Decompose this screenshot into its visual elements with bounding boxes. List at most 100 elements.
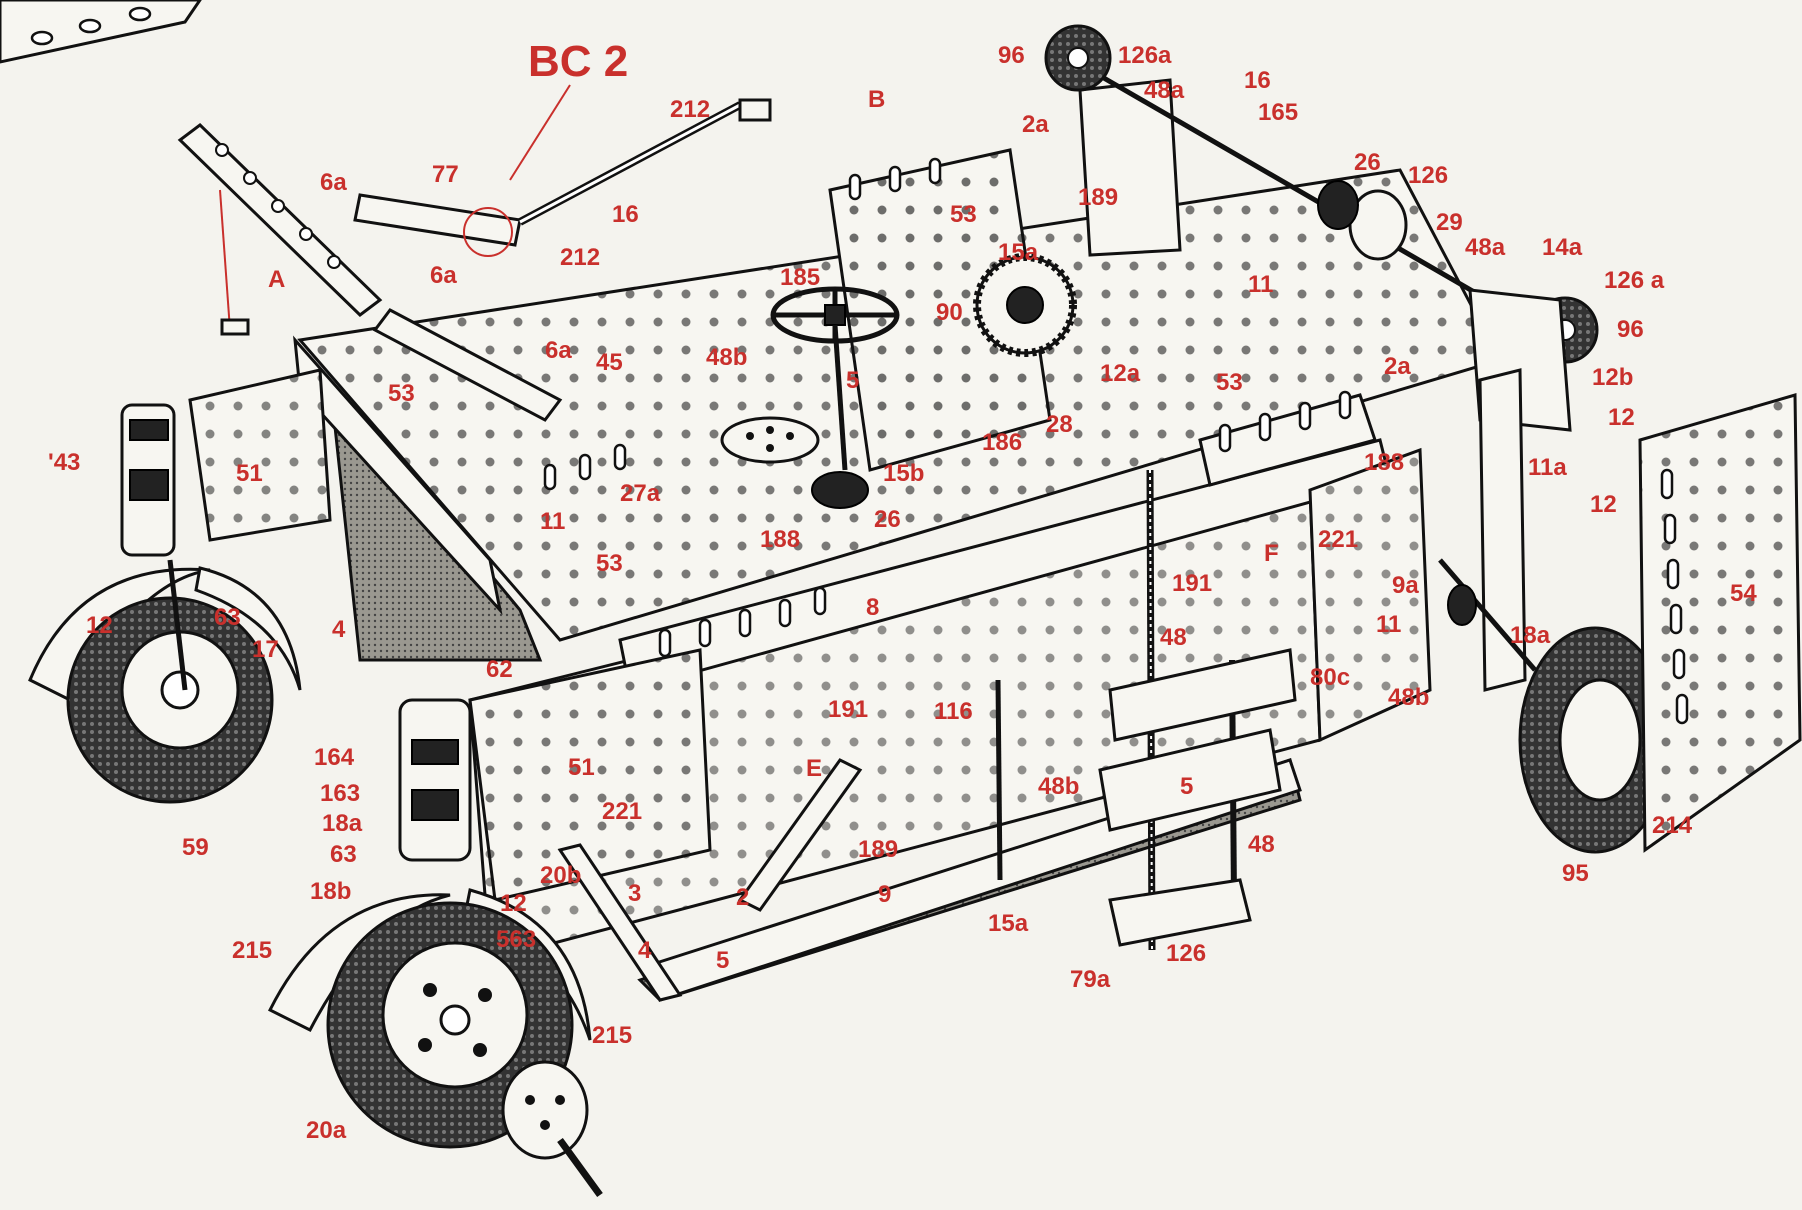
part-label: 59 bbox=[182, 834, 209, 861]
part-label: 11 bbox=[1248, 271, 1273, 298]
part-label: 126 bbox=[1166, 940, 1206, 967]
previous-figure-fragment bbox=[0, 0, 202, 64]
part-label: 221 bbox=[1318, 526, 1358, 553]
part-label: 48b bbox=[706, 344, 747, 371]
part-label: 12 bbox=[1608, 404, 1635, 431]
part-label: 95 bbox=[1562, 860, 1589, 887]
part-label: 15a bbox=[998, 239, 1039, 266]
part-label: F bbox=[1264, 540, 1279, 567]
part-label: 5 bbox=[846, 367, 859, 394]
part-label: 96 bbox=[1617, 316, 1644, 343]
part-label: 20b bbox=[540, 862, 581, 889]
part-label: 188 bbox=[760, 526, 800, 553]
part-label: 9 bbox=[878, 881, 891, 908]
part-label: 16 bbox=[1244, 67, 1271, 94]
part-label: 12 bbox=[1590, 491, 1617, 518]
part-label: 6a bbox=[545, 337, 572, 364]
part-label: 5 bbox=[1180, 773, 1193, 800]
part-label: 189 bbox=[1078, 184, 1118, 211]
part-label: 48b bbox=[1038, 773, 1079, 800]
part-label: 221 bbox=[602, 798, 642, 825]
part-label: 126a bbox=[1118, 42, 1172, 69]
part-label: 18a bbox=[322, 810, 363, 837]
part-label: 164 bbox=[314, 744, 355, 771]
part-label: 215 bbox=[592, 1022, 632, 1049]
part-label: 90 bbox=[936, 299, 963, 326]
part-label: 6a bbox=[320, 169, 347, 196]
chassis-body bbox=[188, 148, 1503, 1002]
part-label: 116 bbox=[934, 698, 973, 725]
part-label: 5 bbox=[716, 947, 729, 974]
part-label: 18b bbox=[310, 878, 351, 905]
part-label: 16 bbox=[612, 201, 639, 228]
front-left-lower-wheel bbox=[267, 698, 603, 1198]
part-label: 186 bbox=[982, 429, 1022, 456]
part-label: '43 bbox=[48, 449, 80, 476]
part-label: 54 bbox=[1730, 580, 1757, 607]
part-label: 26 bbox=[874, 506, 901, 533]
part-label: 53 bbox=[1216, 369, 1243, 396]
part-label: 563 bbox=[496, 926, 536, 953]
part-label: 17 bbox=[252, 636, 279, 663]
part-label: 11 bbox=[540, 508, 565, 535]
part-label: 12 bbox=[500, 890, 527, 917]
part-label: 18a bbox=[1510, 622, 1551, 649]
part-label: 77 bbox=[432, 161, 459, 188]
part-label: 48a bbox=[1144, 77, 1185, 104]
part-label: 48 bbox=[1160, 624, 1187, 651]
part-label: 27a bbox=[620, 480, 661, 507]
front-left-upper-wheel bbox=[28, 403, 302, 804]
part-label: 185 bbox=[780, 264, 820, 291]
right-bracket-column bbox=[1438, 368, 1537, 692]
part-label: 63 bbox=[330, 841, 357, 868]
part-label: 26 bbox=[1354, 149, 1381, 176]
part-label: 212 bbox=[670, 96, 710, 123]
part-label: 191 bbox=[828, 696, 868, 723]
part-label: 11 bbox=[1376, 611, 1401, 638]
part-label: 191 bbox=[1172, 570, 1212, 597]
part-label: 53 bbox=[950, 201, 977, 228]
part-label: 14a bbox=[1542, 234, 1583, 261]
part-label: 53 bbox=[388, 380, 415, 407]
part-label: 12b bbox=[1592, 364, 1633, 391]
part-label: 215 bbox=[232, 937, 272, 964]
part-label: 80c bbox=[1310, 664, 1350, 691]
part-label: 62 bbox=[486, 656, 513, 683]
part-label: 2 bbox=[736, 884, 749, 911]
part-label: 12a bbox=[1100, 360, 1141, 387]
part-label: 11a bbox=[1528, 454, 1567, 481]
part-label: 163 bbox=[320, 780, 360, 807]
part-label: 29 bbox=[1436, 209, 1463, 236]
part-label: 126 a bbox=[1604, 267, 1665, 294]
part-label: 189 bbox=[858, 836, 898, 863]
part-label: 6a bbox=[430, 262, 457, 289]
part-label: 9a bbox=[1392, 572, 1419, 599]
part-label: 63 bbox=[214, 604, 241, 631]
part-label: 48b bbox=[1388, 684, 1429, 711]
part-label: 15a bbox=[988, 910, 1029, 937]
part-label: 96 bbox=[998, 42, 1025, 69]
part-label: 79a bbox=[1070, 966, 1111, 993]
part-label: 45 bbox=[596, 349, 623, 376]
part-label: 165 bbox=[1258, 99, 1298, 126]
part-label: 20a bbox=[306, 1117, 347, 1144]
part-label: B bbox=[868, 86, 885, 113]
part-label: 15b bbox=[883, 460, 924, 487]
rear-right-wheel bbox=[1518, 393, 1802, 854]
lift-mechanism bbox=[995, 469, 1297, 951]
part-label: 4 bbox=[638, 937, 652, 964]
part-label: 51 bbox=[568, 754, 595, 781]
part-label: 4 bbox=[332, 616, 346, 643]
part-label: 2a bbox=[1022, 111, 1049, 138]
part-label: 3 bbox=[628, 880, 641, 907]
part-label: 126 bbox=[1408, 162, 1448, 189]
part-label: 53 bbox=[596, 550, 623, 577]
part-label: 28 bbox=[1046, 411, 1073, 438]
steering-linkage bbox=[177, 84, 772, 422]
gear-wheel bbox=[973, 253, 1077, 357]
part-label: 188 bbox=[1364, 449, 1404, 476]
part-label: 214 bbox=[1652, 812, 1693, 839]
part-label: E bbox=[806, 755, 822, 782]
